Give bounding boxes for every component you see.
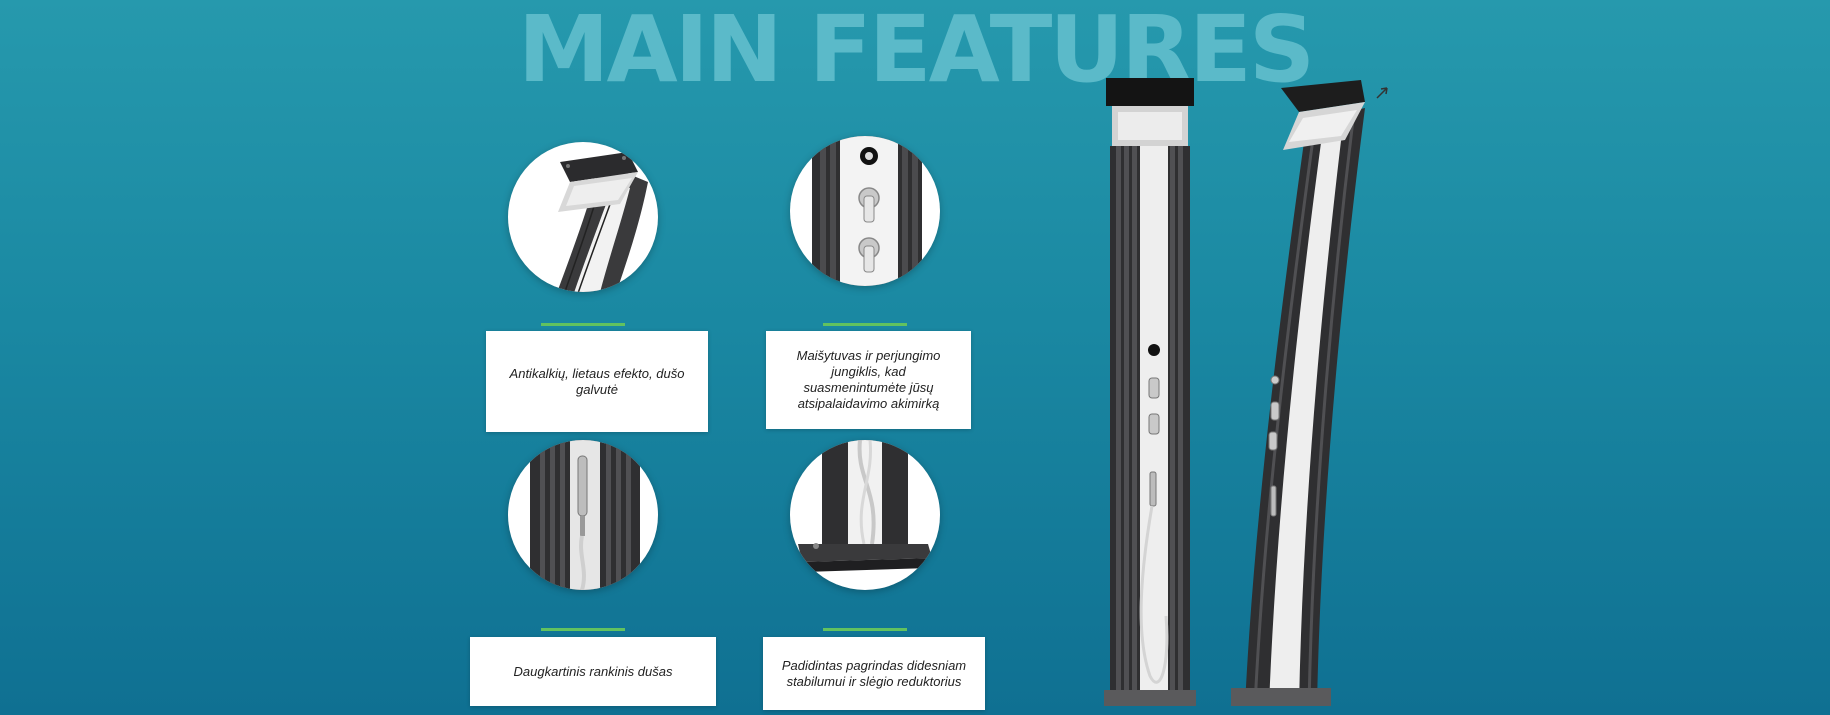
feature-image-base [790, 440, 940, 590]
rain-shower-head-icon [557, 152, 648, 292]
feature-label: Padidintas pagrindas didesniam stabilumu… [781, 657, 967, 689]
feature-card-base: Padidintas pagrindas didesniam stabilumu… [763, 637, 985, 710]
feature-image-hand-shower [508, 440, 658, 590]
feature-accent-line [541, 323, 625, 326]
feature-image-mixer [790, 136, 940, 286]
curved-shower-column-image [1231, 80, 1365, 707]
straight-shower-column-image [1104, 78, 1196, 706]
feature-card-hand-shower: Daugkartinis rankinis dušas [470, 637, 716, 706]
feature-accent-line [823, 628, 907, 631]
mouse-cursor-icon [1376, 87, 1388, 99]
page-title: MAIN FEATURES [517, 0, 1315, 103]
feature-label: Maišytuvas ir perjungimo jungiklis, kad … [796, 348, 941, 411]
feature-accent-line [823, 323, 907, 326]
feature-label: Daugkartinis rankinis dušas [513, 663, 673, 679]
feature-accent-line [541, 628, 625, 631]
feature-card-shower-head: Antikalkių, lietaus efekto, dušo galvutė [486, 331, 708, 432]
hand-shower-icon [530, 440, 640, 590]
mixer-valve-icon [812, 136, 922, 286]
shower-base-icon [798, 440, 932, 572]
feature-card-mixer: Maišytuvas ir perjungimo jungiklis, kad … [766, 331, 971, 429]
feature-image-shower-head [508, 142, 658, 292]
feature-label: Antikalkių, lietaus efekto, dušo galvutė [509, 365, 685, 397]
